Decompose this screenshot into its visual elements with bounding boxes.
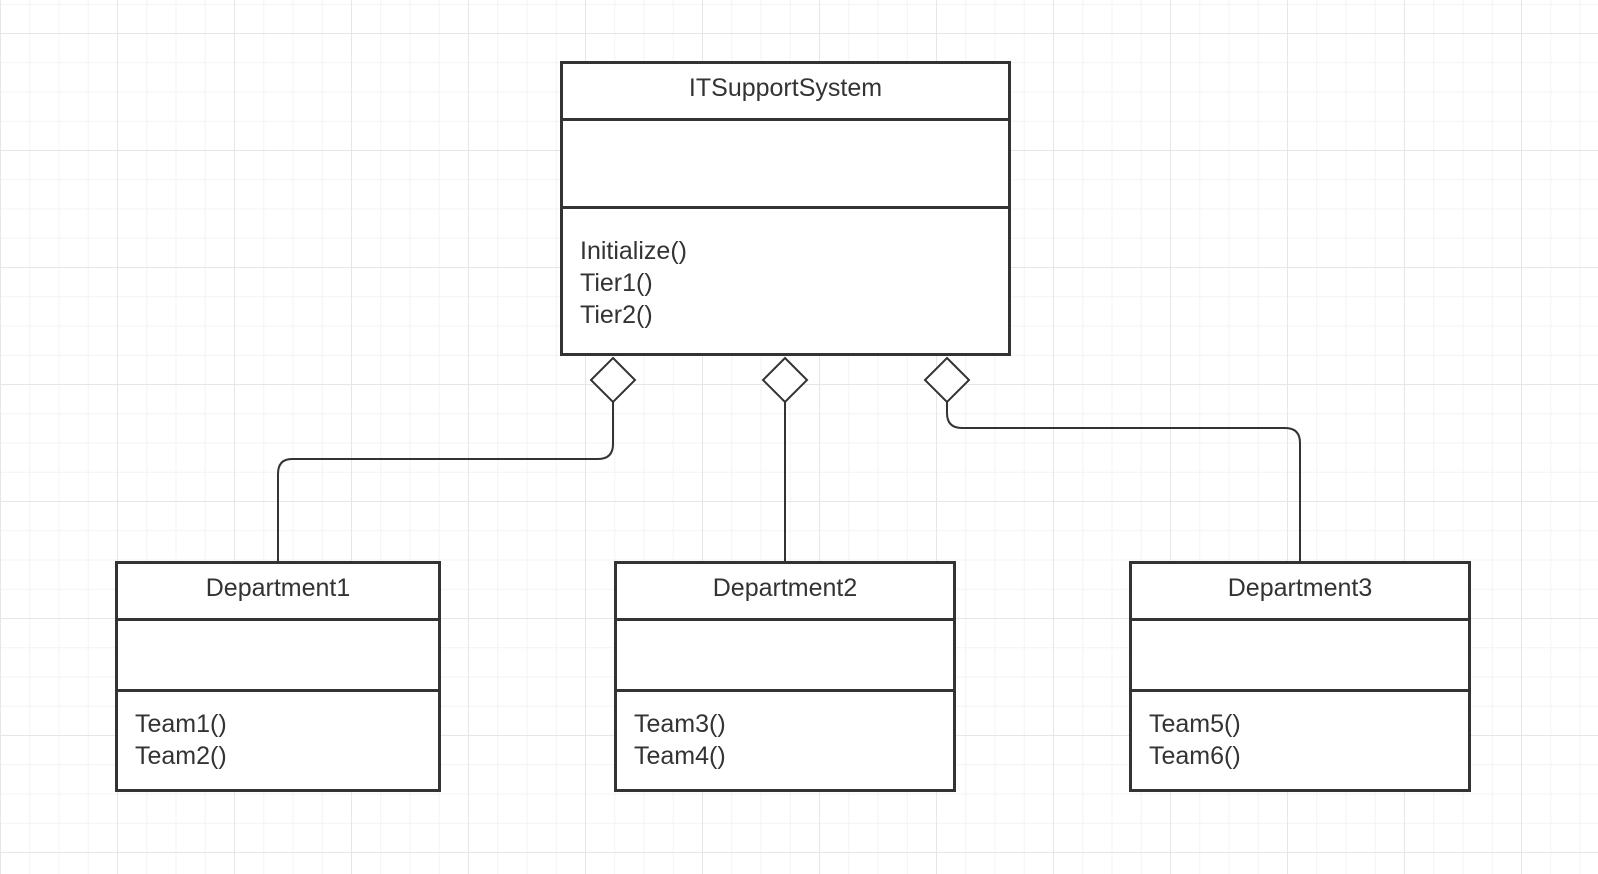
method-item: Tier1() — [580, 269, 653, 297]
class-name: Department2 — [617, 564, 953, 621]
class-methods: Team3() Team4() — [617, 692, 953, 789]
class-methods: Initialize() Tier1() Tier2() — [563, 209, 1008, 353]
method-item: Team4() — [634, 742, 726, 770]
class-attributes — [118, 621, 438, 692]
class-department2[interactable]: Department2 Team3() Team4() — [614, 561, 956, 792]
method-item: Team1() — [135, 710, 227, 738]
method-item: Team6() — [1149, 742, 1241, 770]
class-department3[interactable]: Department3 Team5() Team6() — [1129, 561, 1471, 792]
aggregation-line-department1[interactable] — [277, 402, 614, 561]
method-item: Team3() — [634, 710, 726, 738]
aggregation-diamond-department1 — [589, 356, 637, 404]
class-name: Department3 — [1132, 564, 1468, 621]
method-item: Team5() — [1149, 710, 1241, 738]
class-attributes — [617, 621, 953, 692]
method-item: Initialize() — [580, 237, 687, 265]
class-department1[interactable]: Department1 Team1() Team2() — [115, 561, 441, 792]
method-item: Team2() — [135, 742, 227, 770]
class-name: Department1 — [118, 564, 438, 621]
aggregation-diamond-department2 — [761, 356, 809, 404]
aggregation-diamond-department3 — [923, 356, 971, 404]
aggregation-line-department3[interactable] — [946, 402, 1301, 561]
class-methods: Team5() Team6() — [1132, 692, 1468, 789]
method-item: Tier2() — [580, 301, 653, 329]
class-name: ITSupportSystem — [563, 64, 1008, 121]
class-attributes — [563, 121, 1008, 209]
class-itsupportsystem[interactable]: ITSupportSystem Initialize() Tier1() Tie… — [560, 61, 1011, 356]
class-methods: Team1() Team2() — [118, 692, 438, 789]
class-attributes — [1132, 621, 1468, 692]
